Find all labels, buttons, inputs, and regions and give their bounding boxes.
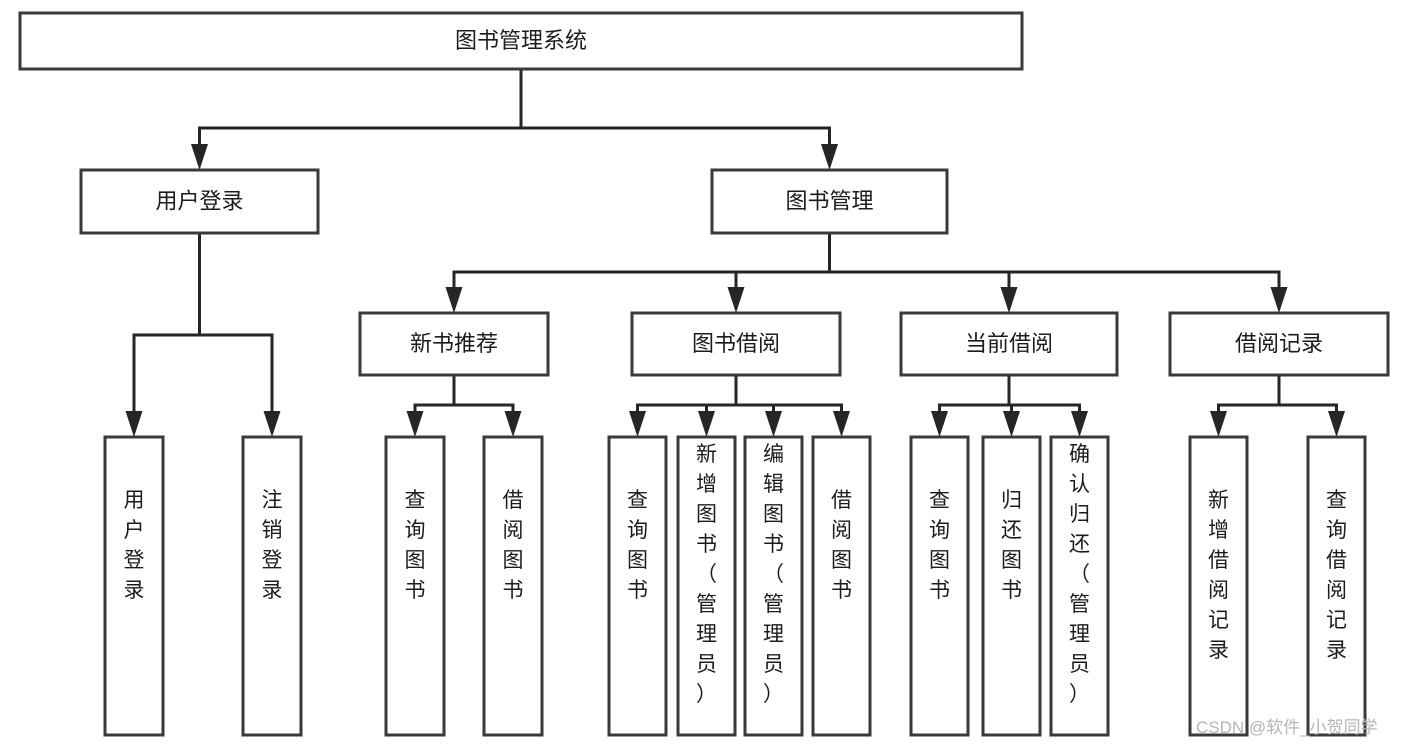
link-book-borrow-leaf-add-book-arrowhead: [698, 411, 715, 437]
node-box-leaf-query-book-1[interactable]: [384, 435, 446, 737]
node-box-leaf-logout[interactable]: [241, 435, 303, 737]
node-label-leaf-query-book-1: 查询图书: [405, 489, 426, 602]
node-label-leaf-borrow-book-2: 借阅图书: [831, 489, 852, 602]
link-book-manage-borrow-record-arrowhead: [1270, 287, 1288, 313]
node-label-leaf-query-book-2: 查询图书: [627, 489, 648, 602]
node-label-new-book-rec: 新书推荐: [410, 331, 498, 356]
node-box-user-login[interactable]: [79, 168, 320, 235]
link-current-borrow-leaf-confirm-return-arrowhead: [1071, 411, 1088, 437]
node-new-book-rec[interactable]: 新书推荐: [358, 311, 550, 377]
link-book-manage-current-borrow-arrowhead: [1000, 287, 1018, 313]
node-label-current-borrow: 当前借阅: [965, 331, 1053, 356]
node-current-borrow[interactable]: 当前借阅: [899, 311, 1119, 377]
node-label-leaf-confirm-return: 确认归还（管理员）: [1069, 443, 1090, 706]
node-label-leaf-return-book: 归还图书: [1001, 489, 1022, 602]
node-label-leaf-query-record: 查询借阅记录: [1326, 489, 1347, 662]
node-box-leaf-add-book[interactable]: [676, 435, 737, 737]
node-leaf-query-book-3[interactable]: 查询图书: [909, 435, 970, 737]
node-leaf-query-book-2[interactable]: 查询图书: [607, 435, 668, 737]
node-label-leaf-query-book-3: 查询图书: [929, 489, 950, 602]
node-label-leaf-borrow-book-1: 借阅图书: [503, 489, 524, 602]
node-leaf-confirm-return[interactable]: 确认归还（管理员）: [1049, 435, 1110, 737]
node-box-leaf-query-record[interactable]: [1306, 435, 1367, 737]
link-user-login-leaf-logout-arrowhead: [263, 411, 281, 437]
node-label-leaf-add-record: 新增借阅记录: [1208, 489, 1229, 662]
link-book-borrow-leaf-edit-book-arrowhead: [765, 411, 782, 437]
node-leaf-borrow-book-1[interactable]: 借阅图书: [482, 435, 544, 737]
link-root-user-login-arrowhead: [191, 144, 208, 170]
link-book-manage-new-book-rec-arrowhead: [445, 287, 463, 313]
link-book-manage-book-borrow-arrowhead: [727, 287, 745, 313]
node-user-login[interactable]: 用户登录: [79, 168, 320, 235]
node-leaf-add-book[interactable]: 新增图书（管理员）: [676, 435, 737, 737]
node-label-root: 图书管理系统: [455, 28, 587, 53]
node-label-borrow-record: 借阅记录: [1235, 331, 1323, 356]
node-box-leaf-add-record[interactable]: [1188, 435, 1249, 737]
node-label-user-login: 用户登录: [155, 188, 243, 213]
node-box-leaf-borrow-book-2[interactable]: [811, 435, 872, 737]
node-leaf-return-book[interactable]: 归还图书: [981, 435, 1042, 737]
node-box-book-borrow[interactable]: [630, 311, 842, 377]
link-book-borrow-leaf-query-book-2-arrowhead: [629, 411, 646, 437]
node-root[interactable]: 图书管理系统: [18, 11, 1024, 71]
node-borrow-record[interactable]: 借阅记录: [1168, 311, 1390, 377]
node-box-book-manage[interactable]: [710, 168, 949, 235]
link-new-book-rec-leaf-query-book-1-arrowhead: [406, 411, 424, 437]
node-label-book-borrow: 图书借阅: [692, 331, 780, 356]
node-label-book-manage: 图书管理: [785, 188, 873, 213]
node-box-leaf-edit-book[interactable]: [743, 435, 804, 737]
node-leaf-logout[interactable]: 注销登录: [241, 435, 303, 737]
node-label-leaf-edit-book: 编辑图书（管理员）: [763, 443, 784, 706]
node-box-leaf-return-book[interactable]: [981, 435, 1042, 737]
node-box-root[interactable]: [18, 11, 1024, 71]
node-box-leaf-user-login[interactable]: [103, 435, 165, 737]
node-leaf-borrow-book-2[interactable]: 借阅图书: [811, 435, 872, 737]
link-current-borrow-leaf-query-book-3-arrowhead: [931, 411, 948, 437]
link-root-book-manage-arrowhead: [821, 144, 838, 170]
node-book-manage[interactable]: 图书管理: [710, 168, 949, 235]
node-box-leaf-borrow-book-1[interactable]: [482, 435, 544, 737]
node-leaf-query-record[interactable]: 查询借阅记录: [1306, 435, 1367, 737]
node-leaf-add-record[interactable]: 新增借阅记录: [1188, 435, 1249, 737]
node-label-leaf-user-login: 用户登录: [124, 489, 145, 602]
link-current-borrow-leaf-return-book-arrowhead: [1003, 411, 1020, 437]
link-user-login-leaf-user-login-arrowhead: [125, 411, 143, 437]
node-boxes: 图书管理系统用户登录图书管理用户登录注销登录新书推荐查询图书借阅图书图书借阅查询…: [18, 11, 1390, 737]
node-book-borrow[interactable]: 图书借阅: [630, 311, 842, 377]
link-new-book-rec-leaf-borrow-book-1-arrowhead: [504, 411, 522, 437]
node-label-leaf-add-book: 新增图书（管理员）: [696, 443, 717, 706]
node-box-current-borrow[interactable]: [899, 311, 1119, 377]
node-box-leaf-query-book-3[interactable]: [909, 435, 970, 737]
node-leaf-edit-book[interactable]: 编辑图书（管理员）: [743, 435, 804, 737]
link-borrow-record-leaf-query-record-arrowhead: [1328, 411, 1345, 437]
connector-links: [125, 67, 1345, 437]
node-box-leaf-query-book-2[interactable]: [607, 435, 668, 737]
node-box-borrow-record[interactable]: [1168, 311, 1390, 377]
node-leaf-user-login[interactable]: 用户登录: [103, 435, 165, 737]
node-box-new-book-rec[interactable]: [358, 311, 550, 377]
node-label-leaf-logout: 注销登录: [262, 489, 283, 602]
link-book-borrow-leaf-borrow-book-2-arrowhead: [833, 411, 850, 437]
node-leaf-query-book-1[interactable]: 查询图书: [384, 435, 446, 737]
link-borrow-record-leaf-add-record-arrowhead: [1210, 411, 1227, 437]
node-box-leaf-confirm-return[interactable]: [1049, 435, 1110, 737]
csdn-watermark: CSDN @软件_小贺同学: [1196, 718, 1378, 737]
